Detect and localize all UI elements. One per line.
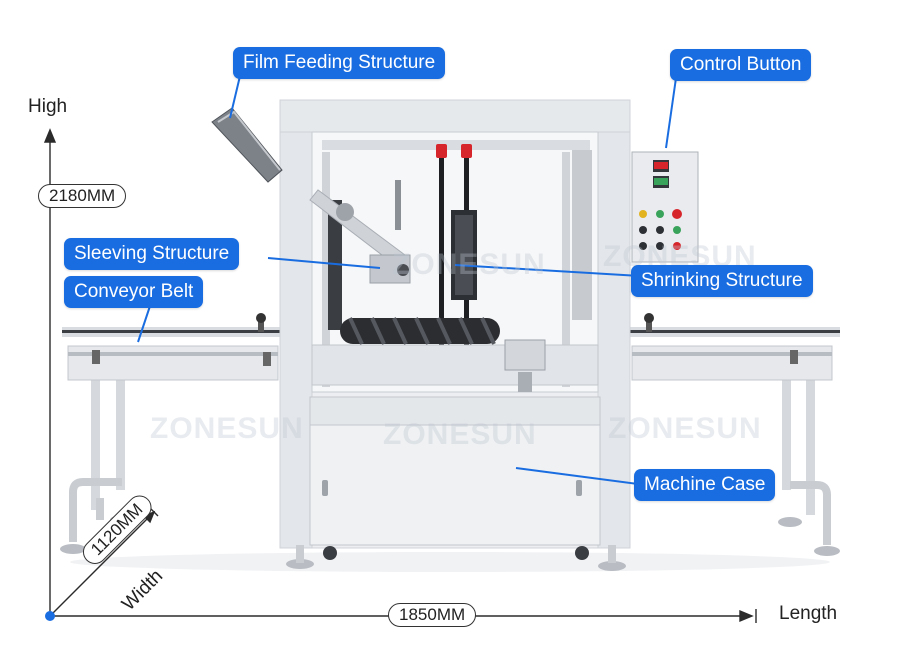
- conveyor-belt-left: [62, 313, 288, 381]
- right-conveyor-legs: [778, 380, 840, 556]
- length-axis-label: Length: [779, 603, 838, 624]
- film-feeding-chute: [211, 107, 283, 183]
- axis-origin-dot: [45, 611, 55, 621]
- shrinking-structure-label: Shrinking Structure: [631, 265, 813, 297]
- height-value: 2180MM: [38, 184, 127, 208]
- film-feeding-structure-label: Film Feeding Structure: [233, 47, 446, 79]
- sleeving-structure-label: Sleeving Structure: [64, 238, 240, 270]
- machine-case-label: Machine Case: [634, 469, 776, 501]
- control-button-label: Control Button: [670, 49, 812, 81]
- length-value: 1850MM: [388, 603, 477, 627]
- conveyor-belt-right: [628, 313, 840, 381]
- watermark: ZONESUN: [150, 412, 304, 445]
- watermark: ZONESUN: [608, 412, 762, 445]
- conveyor-belt-label: Conveyor Belt: [64, 276, 204, 308]
- leader-lines: [137, 75, 677, 485]
- control-box: [631, 151, 699, 263]
- screw-conveyor: [340, 317, 500, 345]
- height-axis-label: High: [28, 96, 68, 117]
- watermark: ZONESUN: [383, 418, 537, 451]
- watermark: ZONESUN: [392, 248, 546, 281]
- machine-body: [279, 99, 631, 571]
